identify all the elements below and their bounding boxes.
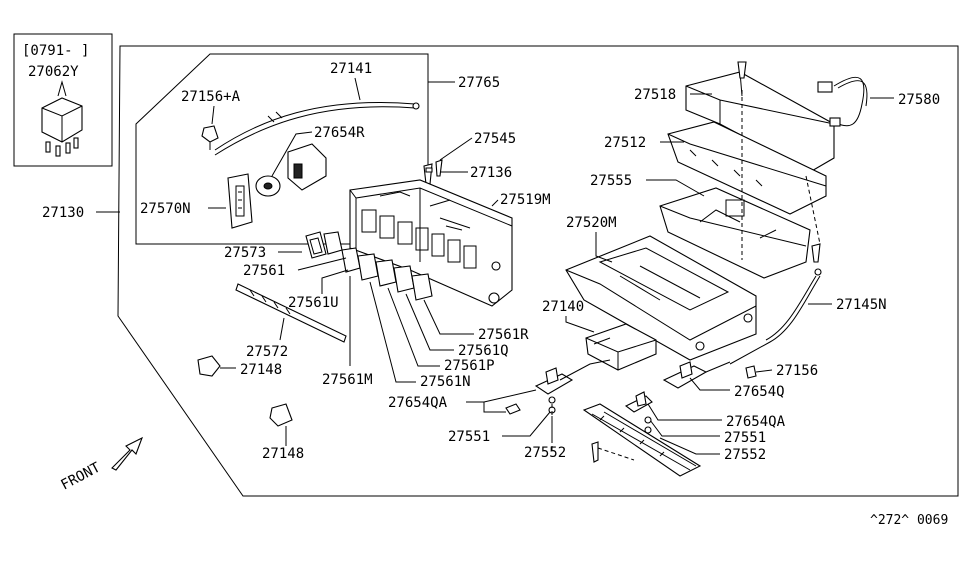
- clip-icon: [201, 125, 219, 150]
- label-27654QA-left: 27654QA: [388, 395, 448, 411]
- label-27552-left: 27552: [524, 445, 566, 461]
- label-27141: 27141: [330, 61, 372, 77]
- label-27555: 27555: [590, 173, 632, 189]
- harness-27580: [817, 76, 868, 127]
- main-outline: [117, 45, 959, 497]
- label-27545: 27545: [474, 131, 516, 147]
- pin-right: [644, 416, 652, 434]
- strip-27572-icon: [235, 283, 347, 343]
- diagram-code: ^272^ 0069: [870, 513, 948, 528]
- bracket-27140: [585, 323, 657, 371]
- label-27518: 27518: [634, 87, 676, 103]
- label-27580: 27580: [898, 92, 940, 108]
- label-27520M: 27520M: [566, 215, 617, 231]
- switch-knobs: [323, 231, 433, 301]
- label-27561M: 27561M: [322, 372, 373, 388]
- duct-27555: [659, 187, 821, 279]
- knob-27573-icon: [305, 231, 327, 259]
- label-27572: 27572: [246, 344, 288, 360]
- label-27573: 27573: [224, 245, 266, 261]
- label-27551-right: 27551: [724, 430, 766, 446]
- label-27148-b: 27148: [262, 446, 304, 462]
- label-27156A: 27156+A: [181, 89, 241, 105]
- label-27519M: 27519M: [500, 192, 551, 208]
- label-27145N: 27145N: [836, 297, 887, 313]
- screw-icons: [423, 159, 443, 185]
- cable-group-outline: [135, 53, 429, 245]
- duct-cover-27518: [685, 61, 835, 173]
- rail-bottom: [582, 403, 702, 477]
- label-27140: 27140: [542, 299, 584, 315]
- label-27551-left: 27551: [448, 429, 490, 445]
- label-27561N: 27561N: [420, 374, 471, 390]
- control-panel-housing: [349, 179, 513, 307]
- label-27561R: 27561R: [478, 327, 529, 343]
- label-27765: 27765: [458, 75, 500, 91]
- label-27156: 27156: [776, 363, 818, 379]
- relay-icon: [41, 80, 83, 157]
- label-27561P: 27561P: [444, 358, 495, 374]
- front-arrow-icon: [111, 436, 144, 471]
- clip-right-icon: [745, 365, 757, 379]
- label-27654Q: 27654Q: [734, 384, 785, 400]
- label-27654QA-right: 27654QA: [726, 414, 786, 430]
- label-27561: 27561: [243, 263, 285, 279]
- label-27136: 27136: [470, 165, 512, 181]
- label-27552-right: 27552: [724, 447, 766, 463]
- label-27512: 27512: [604, 135, 646, 151]
- label-27130: 27130: [42, 205, 84, 221]
- control-cable: [214, 101, 420, 156]
- duct-27512: [667, 121, 827, 215]
- inset-box: [0791- ] 27062Y: [13, 33, 113, 167]
- inset-date-code: [0791- ]: [22, 43, 89, 59]
- label-27561U: 27561U: [288, 295, 339, 311]
- label-27654R: 27654R: [314, 125, 365, 141]
- lever-knob-icon: [255, 143, 327, 197]
- lever-right: [624, 361, 731, 413]
- inset-part-label: 27062Y: [28, 64, 79, 80]
- indicator-plate-icon: [227, 173, 253, 229]
- lever-left: [505, 359, 611, 415]
- label-27570N: 27570N: [140, 201, 191, 217]
- label-27561Q: 27561Q: [458, 343, 509, 359]
- label-27148-a: 27148: [240, 362, 282, 378]
- case-27520M: [565, 235, 757, 361]
- cable-27145N: [729, 268, 822, 365]
- grommet-icon-1: [197, 355, 221, 377]
- grommet-icon-2: [269, 403, 293, 427]
